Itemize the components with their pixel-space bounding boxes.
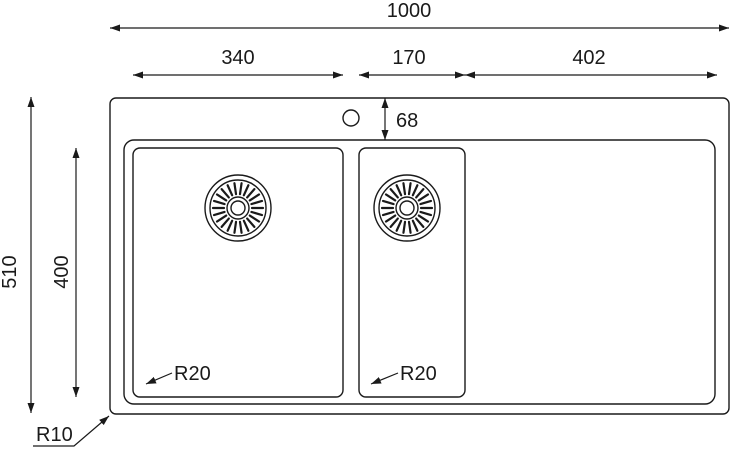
strainer-slot xyxy=(417,193,430,202)
strainer-slot xyxy=(250,210,264,217)
strainer-slot xyxy=(220,188,230,199)
strainer-slot xyxy=(246,188,256,199)
strainer-slot xyxy=(212,199,226,206)
right-bowl-outline xyxy=(358,147,466,398)
strainer-slot xyxy=(402,182,407,196)
strainer-slot xyxy=(233,182,238,196)
strainer-slot xyxy=(215,214,228,223)
strainer-slot xyxy=(411,219,419,232)
left-bowl-width-label: 340 xyxy=(221,47,254,69)
sink-inner-frame xyxy=(123,139,716,405)
strainer-slot xyxy=(248,193,261,202)
strainer-slot xyxy=(417,214,430,223)
left-drain-strainer-icon xyxy=(204,174,272,242)
drainer-width-label: 402 xyxy=(572,47,605,69)
sink-outer-outline xyxy=(109,97,730,415)
strainer-slot xyxy=(242,219,250,232)
strainer-slot xyxy=(381,210,395,217)
right-bowl-radius-callout: R20 xyxy=(370,363,437,385)
strainer-slot xyxy=(419,210,433,217)
strainer-slot xyxy=(248,214,261,223)
strainer-slot xyxy=(220,217,230,228)
strainer-slot xyxy=(407,220,412,234)
overall-width-dimension: 1000 xyxy=(110,0,729,32)
overall-width-label: 1000 xyxy=(387,0,432,22)
outer-radius-label: R10 xyxy=(36,424,73,446)
strainer-slot xyxy=(395,184,403,197)
left-bowl-width-dimension: 340 xyxy=(133,47,343,79)
right-bowl-width-dimension: 170 xyxy=(359,47,465,79)
tap-hole-icon xyxy=(342,109,360,127)
tap-hole-offset-label: 68 xyxy=(396,110,418,132)
strainer-slot xyxy=(407,182,412,196)
strainer-slot xyxy=(419,199,433,206)
left-bowl-radius-callout: R20 xyxy=(145,363,211,385)
strainer-slot xyxy=(238,220,243,234)
left-bowl-outline xyxy=(132,147,344,398)
strainer-slot xyxy=(250,199,264,206)
strainer-slot xyxy=(238,182,243,196)
right-drain-strainer-icon xyxy=(373,174,441,242)
strainer-slot xyxy=(226,219,234,232)
drainer-width-dimension: 402 xyxy=(465,47,717,79)
left-bowl-radius-label: R20 xyxy=(174,363,211,385)
strainer-slot xyxy=(246,217,256,228)
strainer-slot xyxy=(384,193,397,202)
strainer-slot xyxy=(226,184,234,197)
strainer-slot xyxy=(212,210,226,217)
strainer-slot xyxy=(389,188,399,199)
strainer-slot xyxy=(415,188,425,199)
strainer-slot xyxy=(411,184,419,197)
strainer-slot xyxy=(215,193,228,202)
strainer-slot xyxy=(233,220,238,234)
bowl-depth-dimension: 400 xyxy=(51,148,80,397)
overall-depth-dimension: 510 xyxy=(0,97,35,413)
outer-radius-callout: R10 xyxy=(33,415,110,447)
strainer-slot xyxy=(415,217,425,228)
overall-depth-label: 510 xyxy=(0,255,21,288)
strainer-slot xyxy=(381,199,395,206)
right-bowl-width-label: 170 xyxy=(392,47,425,69)
strainer-slot xyxy=(384,214,397,223)
bowl-depth-label: 400 xyxy=(51,255,73,288)
strainer-slot xyxy=(389,217,399,228)
tap-hole-offset-dimension: 68 xyxy=(381,98,418,140)
strainer-slot xyxy=(242,184,250,197)
strainer-slot xyxy=(402,220,407,234)
right-bowl-radius-label: R20 xyxy=(400,363,437,385)
strainer-slot xyxy=(395,219,403,232)
